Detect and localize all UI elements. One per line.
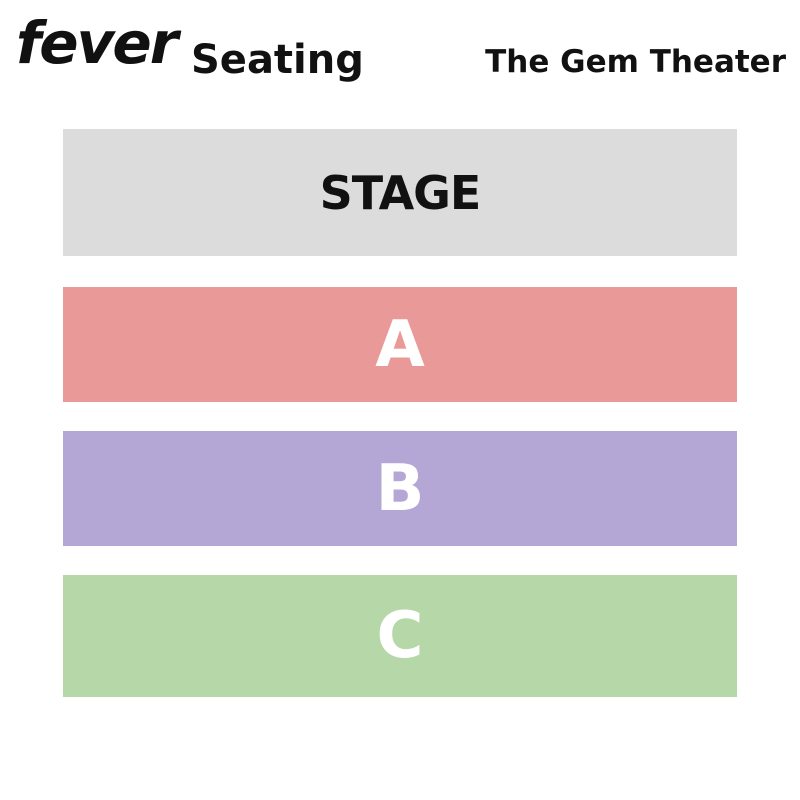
section-c-label: C — [376, 599, 424, 673]
section-a[interactable]: A — [63, 287, 737, 402]
section-c[interactable]: C — [63, 575, 737, 697]
page-title: Seating — [191, 37, 364, 83]
section-a-label: A — [375, 307, 425, 382]
fever-logo: fever — [16, 9, 178, 77]
section-b[interactable]: B — [63, 431, 737, 546]
stage-label: STAGE — [319, 165, 482, 220]
stage-area: STAGE — [63, 129, 737, 256]
section-b-label: B — [375, 451, 425, 526]
venue-name: The Gem Theater — [485, 44, 786, 80]
